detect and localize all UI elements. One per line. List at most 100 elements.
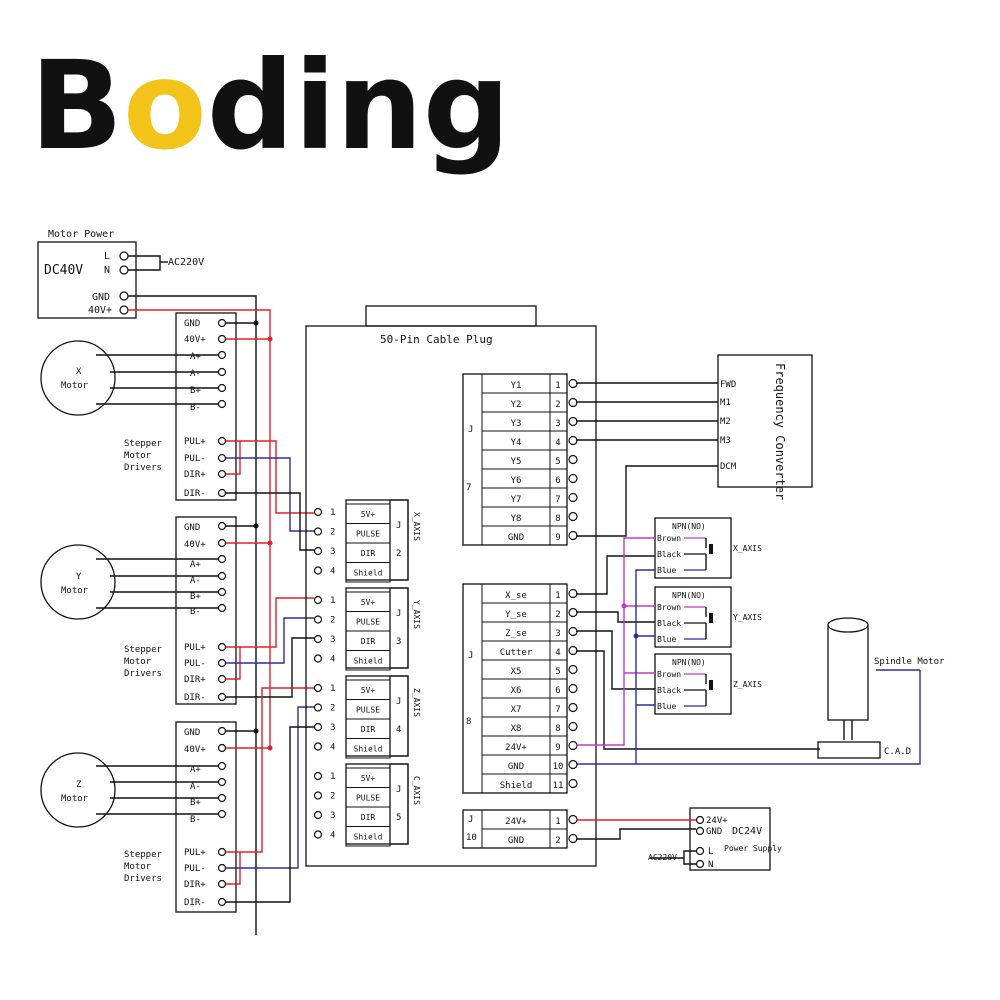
driver-x-pin: A- — [190, 369, 201, 379]
j8-pin-number: 2 — [555, 610, 560, 620]
freq-pin-fwd: FWD — [720, 380, 736, 390]
axis-pin-number: 2 — [330, 704, 335, 714]
psu-pin-l: L — [708, 847, 713, 857]
j10-terminal — [568, 833, 578, 844]
npn-axis: X_AXIS — [733, 544, 762, 553]
axis-name: C_AXIS — [412, 776, 421, 805]
driver-z-pin: DIR- — [184, 898, 206, 908]
driver-z-pin: PUL+ — [184, 848, 206, 858]
axis-pin-number: 4 — [330, 655, 335, 665]
axis-pin-number: 4 — [330, 567, 335, 577]
j8-pin-label: Cutter — [500, 648, 533, 658]
driver-z-pin: A+ — [190, 765, 201, 775]
j7-terminal — [568, 473, 578, 484]
motor-y-word: Motor — [61, 586, 89, 596]
j7-pin-number: 5 — [555, 457, 560, 467]
axis-j-letter: J — [396, 609, 401, 619]
driver-x: X Motor GND 40V+ A+ A- B+ B- PUL+ PUL- D… — [40, 312, 273, 501]
j8-pin-label: X5 — [511, 667, 522, 677]
psu-pin-n: N — [708, 860, 713, 870]
j8-pin-label: X6 — [511, 686, 522, 696]
freq-pin-m1: M1 — [720, 398, 731, 408]
axis-pin-label: Shield — [354, 657, 383, 666]
axis-num: 4 — [396, 725, 401, 735]
axis-pin-label: Shield — [354, 833, 383, 842]
axis-pin-label: 5V+ — [361, 510, 376, 519]
freq-pin-m2: M2 — [720, 417, 731, 427]
logo-ding: ding — [207, 35, 510, 177]
j7-terminal — [568, 397, 578, 408]
j8-terminal — [568, 740, 578, 751]
axis-name: X_AXIS — [412, 512, 421, 541]
driver-y: Y Motor GND 40V+ A+ A- B+ B- PUL+ PUL- D… — [40, 516, 273, 705]
j8-pin-number: 1 — [555, 591, 560, 601]
logo-b: B — [30, 35, 123, 177]
axis-block-side — [389, 763, 409, 845]
axis-pin-label: PULSE — [356, 706, 380, 715]
j8-terminal — [568, 626, 578, 637]
driver-z-caption: Drivers — [124, 874, 162, 884]
axis-pin-label: PULSE — [356, 794, 380, 803]
npn-axis: Y_AXIS — [733, 613, 762, 622]
axis-terminal — [313, 703, 323, 712]
driver-z-pin: GND — [184, 728, 200, 738]
freq-pin-m3: M3 — [720, 436, 731, 446]
j7-pin-num-cell — [549, 525, 568, 546]
axis-j-letter: J — [396, 521, 401, 531]
npn-frame — [654, 517, 732, 579]
j8-pin-label: GND — [508, 762, 524, 772]
driver-x-caption: Stepper — [124, 439, 163, 449]
j10-number: 10 — [466, 833, 477, 843]
driver-x-pin: GND — [184, 319, 200, 329]
motor-y-label: Y — [76, 572, 82, 582]
j7-pin-label: Y7 — [511, 495, 522, 505]
j7-pin-number: 9 — [555, 533, 560, 543]
j10-terminal — [568, 814, 578, 825]
logo-o: o — [123, 35, 207, 177]
j8-terminal — [568, 702, 578, 713]
driver-x-pin: DIR+ — [184, 470, 206, 480]
driver-x-pin: PUL+ — [184, 437, 206, 447]
motor-power-pin-gnd: GND — [92, 292, 110, 303]
driver-x-pin: B+ — [190, 386, 201, 396]
axis-terminal — [313, 791, 323, 800]
axis-pin-label: Shield — [354, 745, 383, 754]
axis-pin-number: 3 — [330, 811, 335, 821]
axis-pin-number: 1 — [330, 684, 335, 694]
npn-axis: Z_AXIS — [733, 680, 762, 689]
driver-y-pin: B- — [190, 607, 201, 617]
axis-terminal — [313, 810, 323, 820]
axis-terminal — [313, 742, 323, 751]
npn-frame — [654, 586, 732, 648]
npn-title: NPN(NO) — [672, 658, 706, 667]
axis-pin-label: PULSE — [356, 530, 380, 539]
psu-pin-24v: 24V+ — [706, 816, 728, 826]
freq-title: Frequency Converter — [773, 363, 787, 500]
axis-pin-number: 2 — [330, 616, 335, 626]
axis-pin-cell — [345, 738, 391, 759]
logo-text: Boding — [30, 35, 510, 177]
sensor-wires — [576, 537, 921, 765]
j8-pin-label: X_se — [505, 591, 527, 601]
motor-power-supply: Motor Power DC40V L N GND 40V+ AC220V — [37, 229, 204, 319]
npn-wire-label: Black — [657, 550, 681, 559]
axis-pin-cell — [345, 650, 391, 671]
axis-pin-label: 5V+ — [361, 598, 376, 607]
driver-x-pin: A+ — [190, 352, 201, 362]
npn-wire-label: Black — [657, 619, 681, 628]
j7-letter: J — [468, 425, 473, 435]
driver-y-caption: Stepper — [124, 645, 163, 655]
j7-terminal — [568, 454, 578, 465]
npn-wire-label: Blue — [657, 702, 676, 711]
j7-pin-number: 3 — [555, 419, 560, 429]
driver-x-pin: B- — [190, 403, 201, 413]
spindle-motor: Spindle Motor C.A.D — [817, 617, 945, 759]
j8-pin-label: X7 — [511, 705, 522, 715]
axis-pin-label: DIR — [361, 637, 376, 646]
j8-pin-label: Shield — [500, 781, 533, 791]
